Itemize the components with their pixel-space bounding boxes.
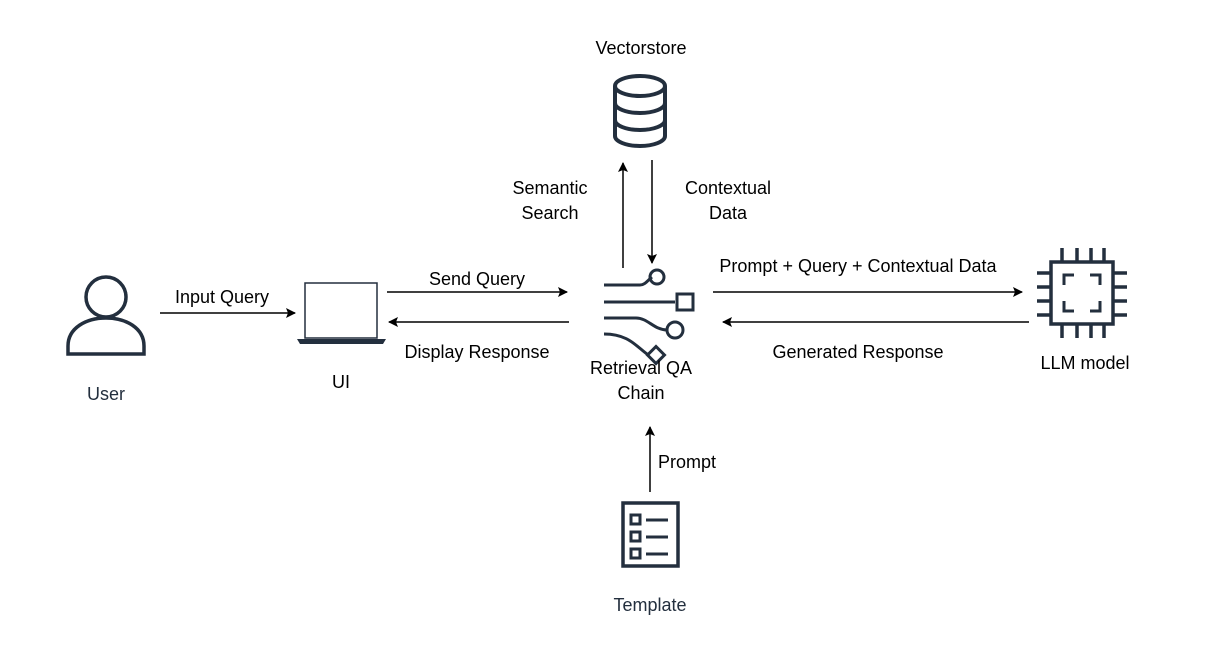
- edge-label-semantic-line2: Search: [521, 203, 578, 223]
- edge-label-contextual-line1: Contextual: [685, 178, 771, 198]
- edge-label-generated-response: Generated Response: [772, 342, 943, 362]
- retrieval-chain-icon: [603, 268, 695, 366]
- edge-label-input-query: Input Query: [175, 287, 269, 307]
- vectorstore-label: Vectorstore: [595, 38, 686, 58]
- edge-label-prompt-query-context: Prompt + Query + Contextual Data: [719, 256, 997, 276]
- chain-label-line2: Chain: [617, 383, 664, 403]
- edge-label-contextual-line2: Data: [709, 203, 748, 223]
- user-label: User: [87, 384, 125, 404]
- ui-label: UI: [332, 372, 350, 392]
- edge-label-display-response: Display Response: [404, 342, 549, 362]
- edge-label-prompt: Prompt: [658, 452, 716, 472]
- chain-label-line1: Retrieval QA: [590, 358, 692, 378]
- laptop-icon: [297, 282, 386, 344]
- database-icon: [613, 74, 667, 148]
- template-label: Template: [613, 595, 686, 615]
- edge-label-send-query: Send Query: [429, 269, 525, 289]
- chip-icon: [1037, 248, 1127, 338]
- template-icon: [621, 501, 680, 568]
- user-icon: [66, 275, 146, 356]
- llm-label: LLM model: [1040, 353, 1129, 373]
- edge-label-semantic-line1: Semantic: [512, 178, 587, 198]
